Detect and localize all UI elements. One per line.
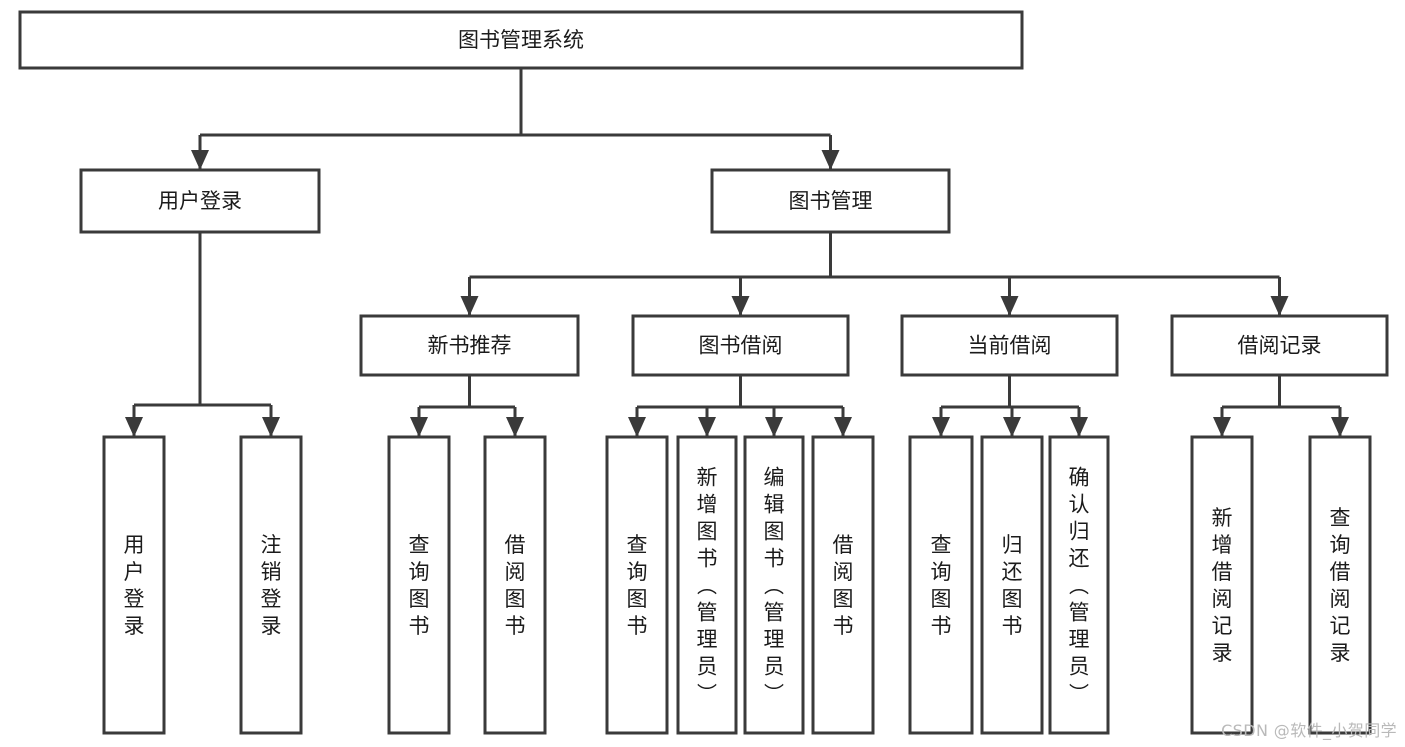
node-box[interactable] [676, 435, 738, 735]
node-label: 用户登录 [158, 189, 242, 213]
node-label: 新书推荐 [428, 334, 512, 358]
node-label: 借阅图书 [505, 533, 526, 638]
node-leaf-rec-search[interactable]: 查询借阅记录 [1308, 435, 1372, 735]
node-leaf-user-login[interactable]: 用户登录 [102, 435, 166, 735]
arrow-head-icon [731, 296, 750, 316]
node-book-borrow[interactable]: 图书借阅 [631, 314, 850, 377]
node-label: 新增借阅记录 [1212, 506, 1233, 665]
arrow-head-icon [1213, 417, 1231, 437]
arrow-head-icon [460, 296, 479, 316]
arrow-head-icon [1070, 417, 1088, 437]
node-layer: 图书管理系统用户登录图书管理新书推荐图书借阅当前借阅借阅记录用户登录注销登录查询… [18, 10, 1389, 735]
arrow-head-icon [191, 150, 209, 170]
node-current-borrow[interactable]: 当前借阅 [900, 314, 1119, 377]
node-book-manage[interactable]: 图书管理 [710, 168, 951, 234]
node-label: 编辑图书︵管理员︶ [764, 466, 785, 706]
node-new-book-rec[interactable]: 新书推荐 [359, 314, 580, 377]
node-box[interactable] [1170, 314, 1389, 377]
node-leaf-user-logout[interactable]: 注销登录 [239, 435, 303, 735]
node-leaf-rec-borrow[interactable]: 借阅图书 [483, 435, 547, 735]
node-label: 新增图书︵管理员︶ [697, 466, 718, 706]
node-label: 确认归还︵管理员︶ [1069, 466, 1090, 706]
node-box[interactable] [605, 435, 669, 735]
node-label: 借阅图书 [833, 533, 854, 638]
node-label: 查询图书 [409, 533, 430, 638]
arrow-head-icon [410, 417, 428, 437]
node-box[interactable] [483, 435, 547, 735]
node-label: 注销登录 [261, 533, 282, 638]
node-label: 借阅记录 [1238, 334, 1322, 358]
node-box[interactable] [239, 435, 303, 735]
node-box[interactable] [631, 314, 850, 377]
node-box[interactable] [1048, 435, 1110, 735]
node-leaf-borrow-do[interactable]: 借阅图书 [811, 435, 875, 735]
connector-layer [132, 68, 1342, 437]
node-user-login[interactable]: 用户登录 [79, 168, 321, 234]
node-leaf-borrow-query[interactable]: 查询图书 [605, 435, 669, 735]
node-box[interactable] [1190, 435, 1254, 735]
node-box[interactable] [387, 435, 451, 735]
node-root[interactable]: 图书管理系统 [18, 10, 1024, 70]
node-box[interactable] [980, 435, 1044, 735]
arrow-head-icon [932, 417, 950, 437]
node-leaf-cur-return[interactable]: 归还图书 [980, 435, 1044, 735]
node-box[interactable] [359, 314, 580, 377]
arrow-head-icon [1270, 296, 1289, 316]
node-box[interactable] [908, 435, 974, 735]
node-box[interactable] [900, 314, 1119, 377]
arrow-head-icon [821, 150, 840, 170]
node-label: 图书管理系统 [458, 28, 584, 52]
arrow-head-icon [698, 417, 716, 437]
node-label: 图书借阅 [699, 334, 783, 358]
arrowhead-layer [125, 150, 1349, 437]
node-box[interactable] [102, 435, 166, 735]
arrow-head-icon [262, 417, 280, 437]
node-leaf-borrow-add[interactable]: 新增图书︵管理员︶ [676, 435, 738, 735]
node-label: 查询借阅记录 [1330, 506, 1351, 665]
node-leaf-cur-confirm[interactable]: 确认归还︵管理员︶ [1048, 435, 1110, 735]
node-box[interactable] [1308, 435, 1372, 735]
arrow-head-icon [125, 417, 143, 437]
arrow-head-icon [506, 417, 524, 437]
node-box[interactable] [743, 435, 805, 735]
node-label: 图书管理 [789, 189, 873, 213]
arrow-head-icon [765, 417, 783, 437]
node-box[interactable] [79, 168, 321, 234]
node-borrow-record[interactable]: 借阅记录 [1170, 314, 1389, 377]
node-box[interactable] [710, 168, 951, 234]
node-label: 查询图书 [931, 533, 952, 638]
node-leaf-cur-query[interactable]: 查询图书 [908, 435, 974, 735]
node-label: 查询图书 [627, 533, 648, 638]
watermark-label: CSDN @软件_小贺同学 [1221, 721, 1397, 740]
node-label: 当前借阅 [968, 334, 1052, 358]
arrow-head-icon [1331, 417, 1349, 437]
node-leaf-rec-query[interactable]: 查询图书 [387, 435, 451, 735]
node-leaf-borrow-edit[interactable]: 编辑图书︵管理员︶ [743, 435, 805, 735]
node-label: 归还图书 [1002, 533, 1023, 638]
arrow-head-icon [834, 417, 852, 437]
arrow-head-icon [628, 417, 646, 437]
node-leaf-rec-add[interactable]: 新增借阅记录 [1190, 435, 1254, 735]
node-label: 用户登录 [124, 533, 145, 638]
arrow-head-icon [1000, 296, 1019, 316]
node-box[interactable] [811, 435, 875, 735]
node-box[interactable] [18, 10, 1024, 70]
arrow-head-icon [1003, 417, 1021, 437]
